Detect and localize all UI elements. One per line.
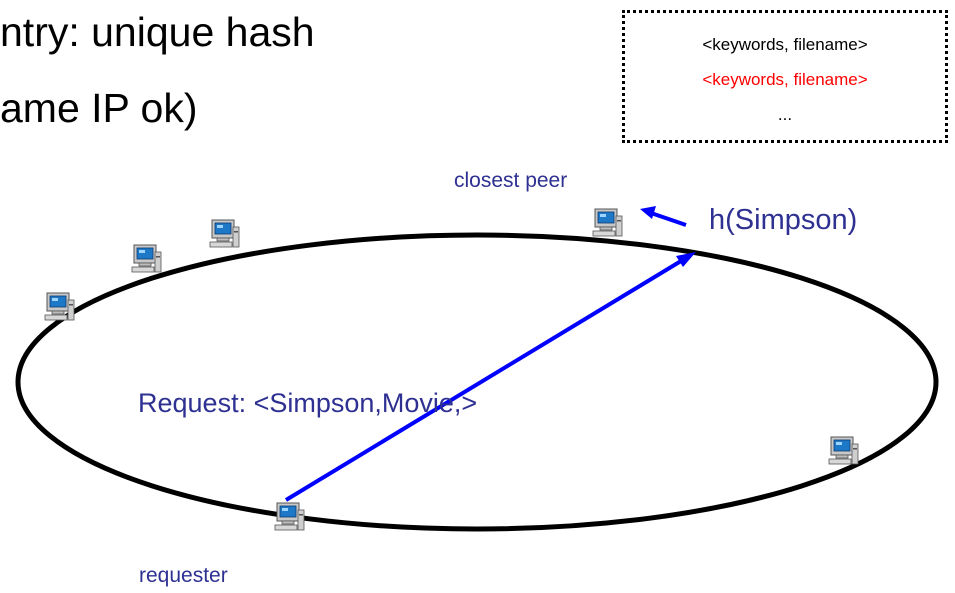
computer-icon: [209, 219, 240, 248]
hash-label: h(Simpson): [709, 204, 857, 236]
computer-icon-requester: [274, 502, 305, 531]
hash-arrowhead: [640, 206, 656, 219]
index-entry: <keywords, filename>: [702, 35, 868, 54]
request-label: Request: <Simpson,Movie,>: [138, 388, 477, 418]
index-entry-ellipsis: ...: [777, 105, 793, 124]
computer-icon-closest-peer: [592, 208, 623, 237]
request-arrowhead: [676, 252, 696, 267]
ring: [15, 232, 939, 532]
computer-icon: [828, 436, 859, 465]
requester-label: requester: [139, 564, 228, 587]
heading-line-1: ntry: unique hash: [0, 9, 315, 55]
closest-peer-label: closest peer: [454, 169, 567, 192]
computer-icon: [131, 244, 162, 273]
hash-arrow: [650, 211, 687, 227]
request-arrow: [284, 256, 688, 502]
computer-icon: [44, 292, 75, 321]
heading-line-2: ame IP ok): [0, 85, 198, 131]
index-entry-highlighted: <keywords, filename>: [702, 70, 868, 89]
index-table-box: <keywords, filename> <keywords, filename…: [622, 10, 948, 143]
